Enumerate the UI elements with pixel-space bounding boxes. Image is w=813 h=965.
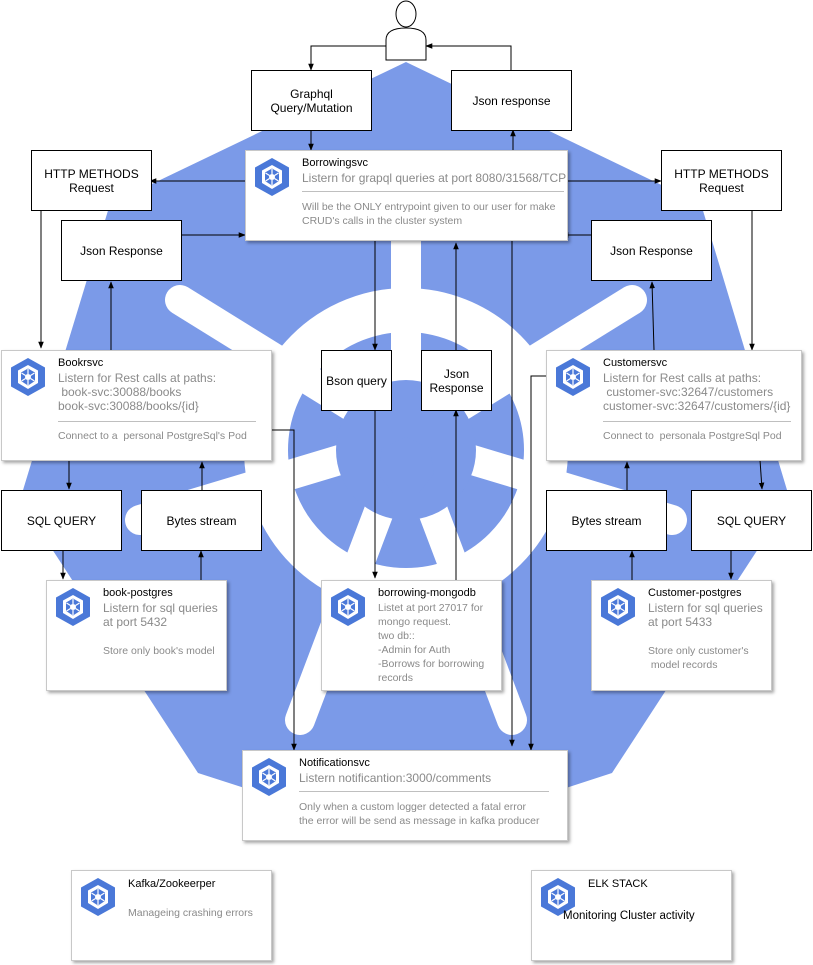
bytes-stream-left-box: Bytes stream — [141, 490, 262, 551]
http-methods-right-box: HTTP METHODS Request — [661, 150, 782, 211]
kubernetes-service-icon — [555, 357, 591, 397]
arrow-customers-to-json-right — [649, 281, 655, 351]
card-description: Only when a custom logger detected a fat… — [299, 801, 540, 827]
kubernetes-service-icon — [10, 357, 46, 397]
graphql-query-box: Graphql Query/Mutation — [251, 70, 372, 131]
card-title: Borrowingsvc — [302, 157, 369, 169]
card-title: Customer-postgres — [648, 587, 742, 599]
kubernetes-hub — [378, 437, 434, 494]
kubernetes-service-icon — [600, 587, 636, 627]
card-description: Monitoring Cluster activity — [563, 910, 695, 922]
bookrsvc-card: Bookrsvc Listern for Rest calls at paths… — [1, 350, 272, 461]
http-methods-left-box: HTTP METHODS Request — [31, 150, 152, 211]
arrow-customers-to-notifications — [528, 375, 546, 751]
kubernetes-service-icon — [330, 587, 366, 627]
card-description: Store only book's model — [103, 645, 215, 657]
card-description: Connect to a personal PostgreSql's Pod — [58, 430, 247, 442]
borrowingsvc-card: Borrowingsvc Listern for grapql queries … — [245, 150, 568, 241]
card-description: Listet at port 27017 for mongo request. … — [378, 602, 485, 684]
arrow-customers-to-sql — [758, 459, 765, 490]
card-title: book-postgres — [103, 587, 173, 599]
arrow-json-to-user — [425, 43, 512, 70]
book-postgres-card: book-postgres Listern for sql queries at… — [46, 580, 227, 691]
arrow-books-to-notifications — [272, 429, 297, 751]
card-subtitle: Listern for sql queries at port 5432 — [103, 601, 218, 629]
bson-query-box: Bson query — [321, 350, 392, 411]
card-subtitle: Listern for Rest calls at paths: custome… — [603, 371, 791, 413]
card-subtitle: Listern notificantion:3000/comments — [299, 771, 492, 785]
card-description: Will be the ONLY entrypoint given to our… — [302, 201, 556, 227]
card-divider — [302, 191, 564, 192]
kubernetes-service-icon — [254, 157, 290, 197]
elk-stack-card: ELK STACK Monitoring Cluster activity — [531, 870, 732, 961]
card-description: Manageing crashing errors — [128, 907, 253, 919]
card-description: Store only customer's model records — [648, 645, 749, 671]
customer-postgres-card: Customer-postgres Listern for sql querie… — [591, 580, 772, 691]
card-subtitle: Listern for Rest calls at paths: book-sv… — [58, 371, 217, 413]
card-title: Bookrsvc — [58, 357, 104, 369]
json-response-top-box: Json response — [451, 70, 572, 131]
card-divider — [299, 791, 549, 792]
card-title: Kafka/Zookeerper — [128, 878, 216, 890]
kubernetes-service-icon — [55, 587, 91, 627]
json-response-left-box: Json Response — [61, 220, 182, 281]
sql-query-right-box: SQL QUERY — [691, 490, 812, 551]
card-subtitle: Listern for sql queries at port 5433 — [648, 601, 763, 629]
bytes-stream-right-box: Bytes stream — [546, 490, 667, 551]
card-title: borrowing-mongodb — [378, 587, 476, 599]
sql-query-left-box: SQL QUERY — [1, 490, 122, 551]
card-subtitle: Listern for grapql queries at port 8080/… — [302, 171, 567, 185]
borrowing-mongodb-card: borrowing-mongodb Listet at port 27017 f… — [321, 580, 502, 691]
card-divider — [603, 421, 791, 422]
json-response-mid-box: Json Response — [421, 350, 492, 411]
card-title: Notificationsvc — [299, 757, 370, 769]
kubernetes-service-icon — [251, 757, 287, 797]
card-title: Customersvc — [603, 357, 668, 369]
customersvc-card: Customersvc Listern for Rest calls at pa… — [546, 350, 802, 461]
kafka-zookeeper-card: Kafka/Zookeerper Manageing crashing erro… — [71, 870, 272, 961]
card-description: Connect to personala PostgreSql Pod — [603, 430, 782, 442]
user-icon — [385, 0, 427, 61]
card-title: ELK STACK — [588, 878, 648, 890]
kubernetes-service-icon — [80, 877, 116, 917]
arrow-user-to-graphql — [308, 45, 386, 71]
json-response-right-box: Json Response — [591, 220, 712, 281]
notificationsvc-card: Notificationsvc Listern notificantion:30… — [242, 750, 568, 841]
card-divider — [58, 421, 256, 422]
